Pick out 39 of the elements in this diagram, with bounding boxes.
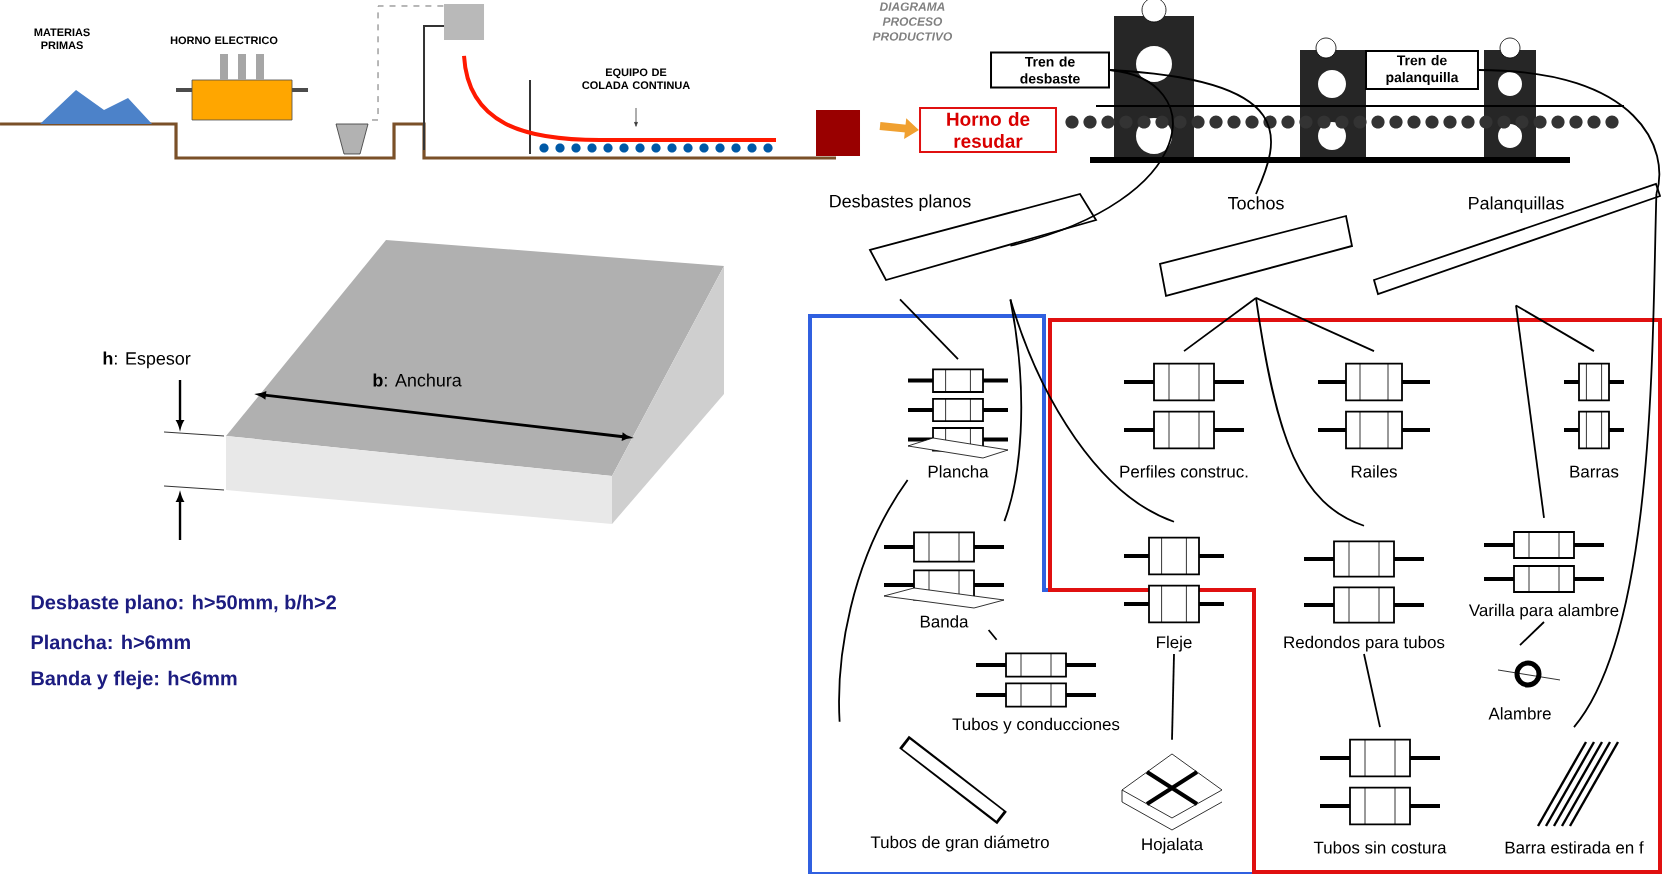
connector-line: [987, 629, 998, 641]
connector-line: [1573, 193, 1658, 728]
note-text: Banda y fleje: h<6mm: [31, 670, 237, 690]
product-label: Railes: [1351, 465, 1397, 478]
connector-line: [1109, 69, 1272, 195]
connector-line: [1183, 297, 1257, 352]
dimension-label: h: Espesor: [103, 351, 191, 369]
product-label: Plancha: [928, 465, 989, 478]
connector-line: [1363, 653, 1381, 728]
product-label: Tubos sin costura: [1313, 841, 1447, 854]
connector-line: [899, 298, 959, 360]
product-label: Varilla para alambre: [1468, 603, 1619, 620]
product-label: Tubos de gran diámetro: [870, 835, 1049, 852]
product-label: Tubos y conducciones: [952, 717, 1120, 734]
connector-line: [1003, 298, 1023, 522]
dimension-label: b: Anchura: [373, 373, 462, 387]
connector-line: [1009, 298, 1175, 523]
connector-line: [1009, 69, 1174, 247]
connector-line: [1519, 621, 1545, 646]
product-label: Hojalata: [1142, 837, 1204, 854]
note-text: Plancha: h>6mm: [31, 634, 190, 650]
product-label: Fleje: [1157, 635, 1192, 652]
product-label: Alambre: [1488, 707, 1551, 720]
connector-line: [1171, 653, 1175, 741]
connector-line: [1478, 69, 1661, 195]
furnace-box: Horno de resudar: [919, 107, 1057, 153]
product-label: Redondos para tubos: [1284, 635, 1445, 652]
product-label: Barra estirada en f: [1505, 841, 1644, 854]
connector-line: [838, 479, 909, 723]
product-label: Barras: [1570, 465, 1619, 478]
connector-line: [1255, 297, 1365, 527]
semi-product-label: Palanquillas: [1469, 196, 1564, 214]
product-label: Banda: [920, 615, 969, 628]
note-text: Desbaste plano: h>50mm, b/h>2: [31, 594, 336, 614]
product-label: Perfiles construc.: [1120, 465, 1248, 478]
connector-line: [1515, 304, 1545, 519]
connector-line: [1515, 304, 1595, 352]
semi-product-label: Tochos: [1228, 196, 1284, 210]
semi-product-label: Desbastes planos: [830, 194, 971, 212]
